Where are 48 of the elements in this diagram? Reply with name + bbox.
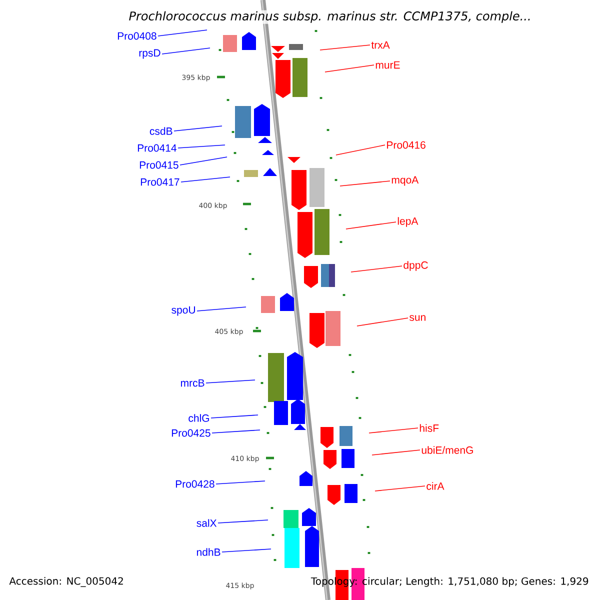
- leader-line: [346, 222, 396, 230]
- gene-label: mrcB: [181, 379, 204, 387]
- gene-label: Pro0415: [140, 161, 178, 169]
- leader-line: [374, 486, 426, 492]
- gene-label: hisF: [420, 424, 439, 432]
- gene-label: rpsD: [139, 49, 160, 59]
- gene-label: csdB: [150, 127, 172, 135]
- gene-label: chlG: [188, 414, 209, 422]
- leader-line: [350, 266, 402, 272]
- leader-line: [368, 428, 418, 434]
- gene-label: cirA: [426, 482, 444, 490]
- leader-line: [212, 430, 260, 434]
- leader-line: [356, 318, 408, 326]
- leader-line: [372, 450, 420, 456]
- gene-label: ndhB: [196, 548, 220, 556]
- leader-line: [222, 548, 272, 552]
- gene-label: Pro0414: [138, 144, 176, 152]
- gene-label: spoU: [172, 306, 195, 316]
- gene-label: murE: [376, 61, 400, 69]
- leader-line: [210, 414, 258, 418]
- leader-line: [218, 520, 268, 524]
- footer-text: Accession: NC_005042: [9, 577, 123, 587]
- title: Prochlorococcus marinus subsp. marinus str. CCMP1375, comple...: [128, 10, 532, 24]
- leader-line: [196, 306, 246, 312]
- leader-line: [340, 180, 390, 186]
- gene-label: dppC: [404, 261, 428, 271]
- leader-line: [178, 144, 226, 148]
- gene-label: ubiE/menG: [422, 446, 473, 454]
- gene-label: Pro0425: [172, 429, 210, 437]
- leader-line: [336, 144, 386, 156]
- leader-line: [180, 156, 228, 166]
- leader-line: [174, 126, 222, 132]
- leader-line: [216, 480, 266, 484]
- leader-line: [162, 48, 210, 54]
- gene-label: Pro0408: [118, 32, 156, 40]
- gene-label: trxA: [371, 41, 390, 49]
- leader-line: [206, 380, 256, 384]
- gene-label: Pro0428: [176, 480, 214, 488]
- gene-label: sun: [410, 315, 426, 321]
- gene-label: mqoA: [392, 176, 419, 186]
- gene-label: lepA: [398, 217, 418, 227]
- gene-label: Pro0416: [387, 141, 426, 149]
- leader-line: [180, 176, 230, 182]
- leader-line: [324, 64, 374, 72]
- gene-label: salX: [196, 519, 217, 527]
- gene-label: Pro0417: [140, 178, 180, 186]
- leader-line: [158, 30, 208, 36]
- leader-line: [320, 44, 370, 50]
